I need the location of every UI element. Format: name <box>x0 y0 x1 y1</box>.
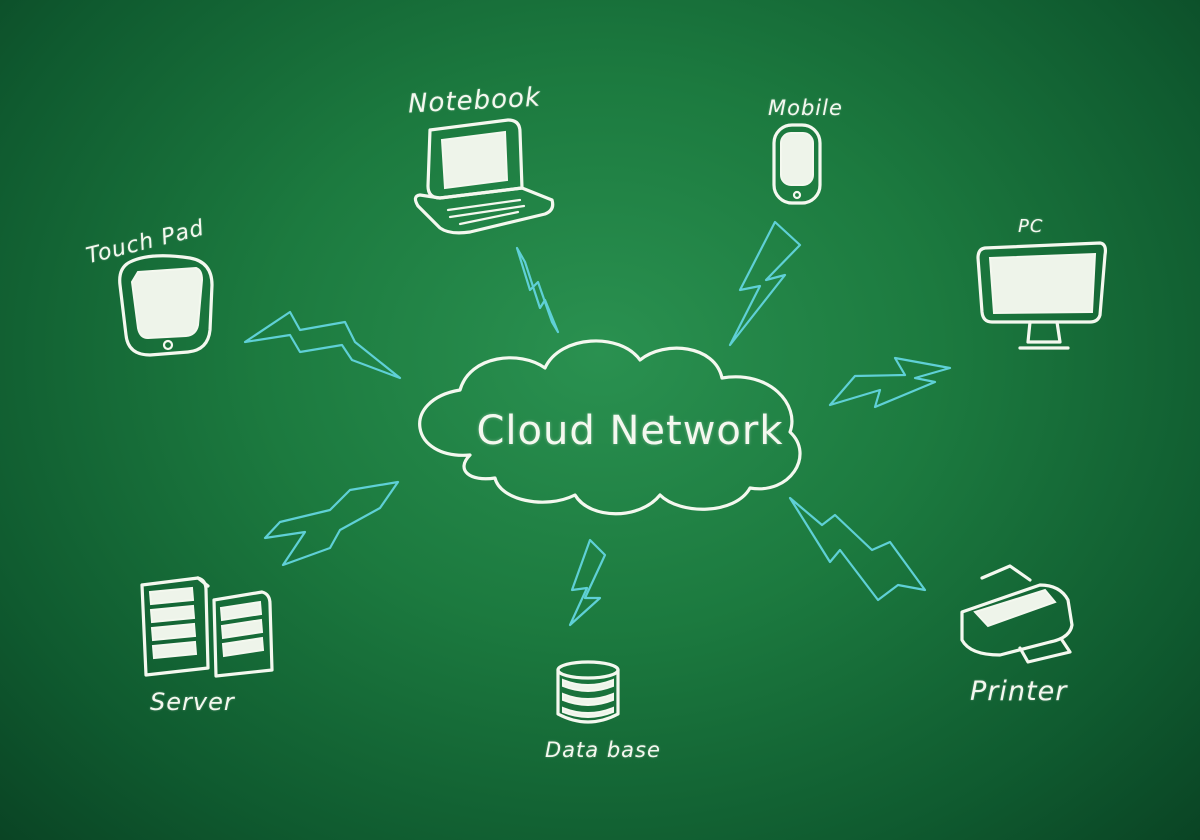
bolt-notebook <box>515 246 560 334</box>
cloud-network-label: Cloud Network <box>476 408 784 454</box>
server-icon <box>140 576 274 678</box>
printer-icon <box>960 564 1074 664</box>
monitor-icon <box>976 241 1108 350</box>
printer-label: Printer <box>970 676 1068 707</box>
bolt-mobile <box>728 220 802 347</box>
pc-label: PC <box>1018 216 1044 237</box>
bolt-touchpad <box>243 310 402 380</box>
bolt-printer <box>788 496 927 602</box>
bolt-server <box>263 480 400 567</box>
database-label: Data base <box>545 738 661 762</box>
notebook-icon <box>413 118 555 235</box>
connections <box>243 220 952 627</box>
bolt-pc <box>828 356 952 409</box>
server-label: Server <box>150 688 235 716</box>
database-icon <box>556 660 620 724</box>
tablet-icon <box>118 254 214 357</box>
mobile-label: Mobile <box>768 96 843 120</box>
mobile-phone-icon <box>772 123 822 205</box>
bolt-database <box>568 538 607 627</box>
cloud-shape <box>418 339 802 516</box>
